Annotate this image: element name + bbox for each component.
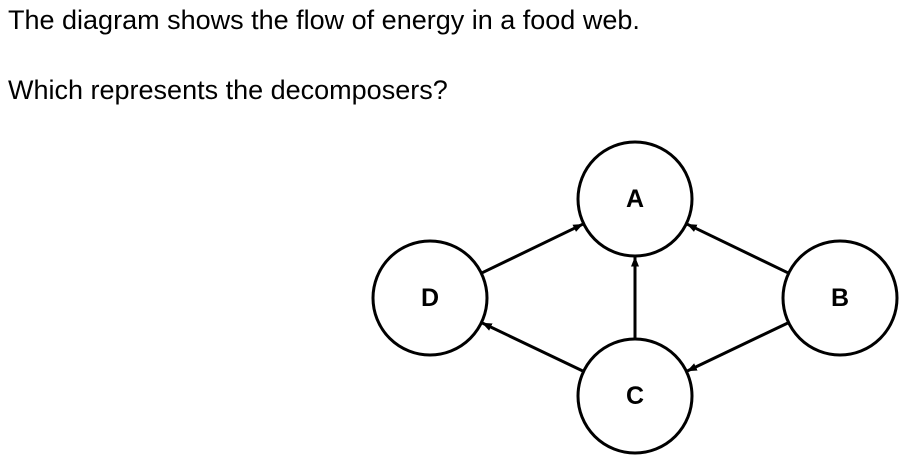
node-label-a: A — [626, 185, 644, 213]
node-circle-d — [371, 239, 489, 357]
node-c: C — [576, 337, 694, 455]
node-a: A — [576, 140, 694, 258]
node-circle-c — [576, 337, 694, 455]
question-prompt: Which represents the decomposers? — [8, 75, 448, 105]
arrow-d-to-a — [480, 222, 584, 275]
arrow-b-to-c — [686, 321, 790, 373]
arrow-b-to-a — [686, 222, 790, 275]
node-label-c: C — [626, 382, 644, 410]
node-b: B — [781, 239, 899, 357]
node-circle-b — [781, 239, 899, 357]
node-label-d: D — [421, 284, 439, 312]
node-d: D — [371, 239, 489, 357]
node-circle-a — [576, 140, 694, 258]
arrow-c-to-d — [481, 321, 585, 373]
node-label-b: B — [831, 284, 849, 312]
question-intro: The diagram shows the flow of energy in … — [8, 5, 640, 35]
